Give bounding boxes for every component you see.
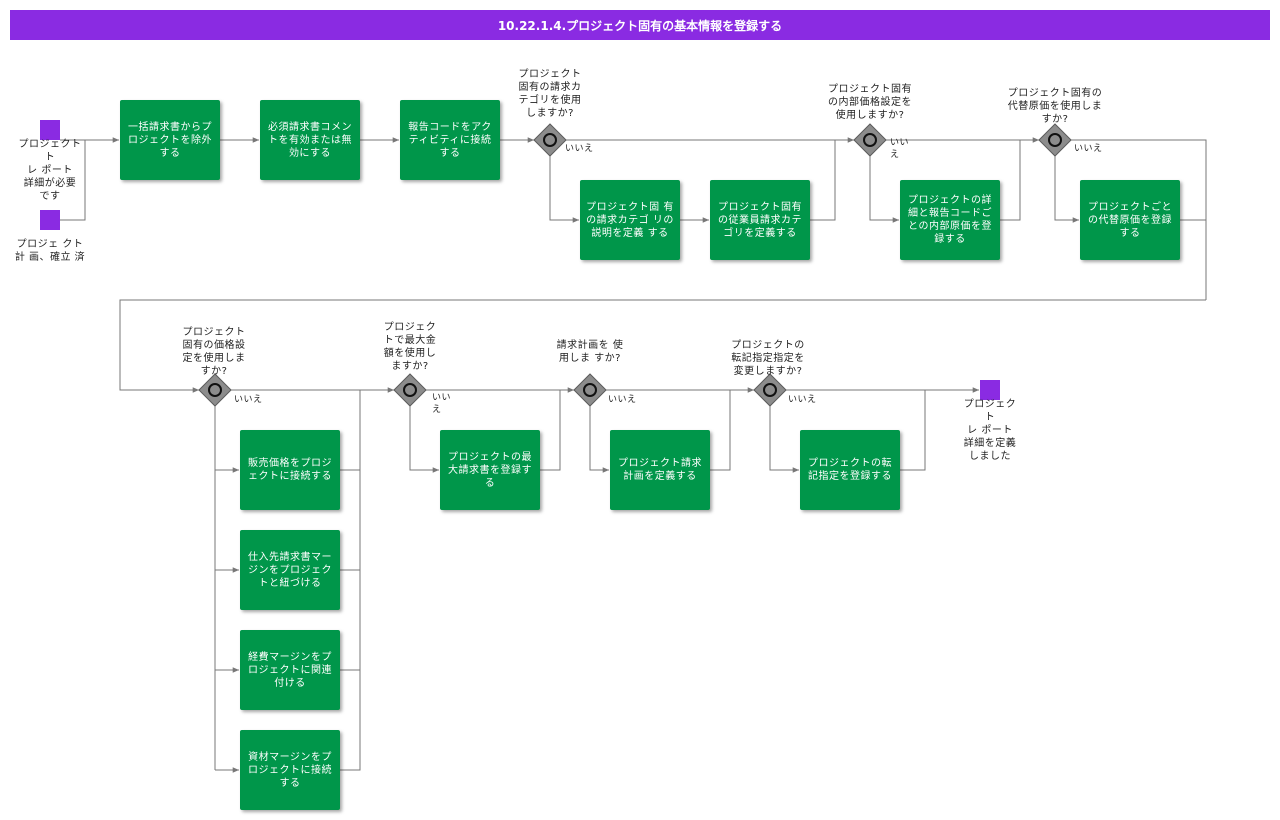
gateway-g2-question: プロジェクト固有 の内部価格設定を 使用しますか? — [828, 84, 912, 121]
gateway-g1-no-label: いいえ — [565, 144, 594, 154]
connector — [869, 156, 899, 223]
gateway-g1 — [533, 123, 567, 157]
task-sales-price[interactable]: 販売価格をプロジェクトに接続する — [240, 430, 340, 510]
task-max-invoice[interactable]: プロジェクトの最大請求書を登録する — [440, 430, 540, 510]
gateway-diamond — [573, 373, 607, 407]
start-event-report-needed-label: プロジェクト ト レ ポート 詳細が必要 です — [18, 139, 82, 202]
gateway-circle — [543, 133, 557, 147]
end-event — [980, 380, 1000, 400]
connector — [1071, 139, 1207, 300]
gateway-g5 — [393, 373, 427, 407]
connector — [540, 390, 561, 471]
task-alternative-cost[interactable]: プロジェクトごとの代替原価を登録する — [1080, 180, 1180, 260]
connector — [409, 406, 439, 473]
task-posting-specification[interactable]: プロジェクトの転記指定を登録する — [800, 430, 900, 510]
gateway-diamond — [393, 373, 427, 407]
task-exclude-bulk-invoice[interactable]: 一括請求書からプロジェクトを除外する — [120, 100, 220, 180]
gateway-circle — [208, 383, 222, 397]
gateway-g3-no-label: いいえ — [1074, 144, 1103, 154]
task-link-report-code[interactable]: 報告コードをアクティビティに接続する — [400, 100, 500, 180]
gateway-g3-question: プロジェクト固有の 代替原価を使用しま すか? — [1007, 88, 1103, 125]
connector — [549, 156, 579, 223]
gateway-diamond — [533, 123, 567, 157]
connector — [769, 406, 799, 473]
task-employee-invoice-category[interactable]: プロジェクト固有の従業員請求カテゴリを定義する — [710, 180, 810, 260]
connector — [900, 390, 926, 471]
gateway-circle — [403, 383, 417, 397]
gateway-diamond — [853, 123, 887, 157]
start-event-plan-established — [40, 210, 60, 230]
gateway-g4-no-label: いいえ — [234, 395, 263, 405]
start-event-plan-established-label: プロジェ クト 計 画、確立 済 — [14, 239, 86, 263]
connector — [1054, 156, 1079, 223]
gateway-g6-question: 請求計画を 使 用しま すか? — [556, 340, 624, 364]
task-required-invoice-comment[interactable]: 必須請求書コメントを有効または無効にする — [260, 100, 360, 180]
connector — [589, 406, 609, 473]
gateway-g7 — [753, 373, 787, 407]
gateway-g5-question: プロジェク トで最大金 額を使用し ますか? — [383, 322, 437, 372]
gateway-circle — [583, 383, 597, 397]
gateway-g6 — [573, 373, 607, 407]
connector — [60, 140, 86, 221]
gateway-circle — [863, 133, 877, 147]
gateway-g7-question: プロジェクトの 転記指定指定を 変更しますか? — [731, 340, 805, 377]
gateway-diamond — [1038, 123, 1072, 157]
gateway-circle — [763, 383, 777, 397]
gateway-g4-question: プロジェクト 固有の価格設 定を使用しま すか? — [182, 327, 246, 377]
connector — [810, 137, 854, 221]
gateway-diamond — [198, 373, 232, 407]
end-event-label: プロジェク ト レ ポート 詳細を定義 しました — [963, 399, 1017, 462]
connector — [119, 299, 1206, 393]
gateway-circle — [1048, 133, 1062, 147]
gateway-g7-no-label: いいえ — [788, 395, 817, 405]
gateway-g3 — [1038, 123, 1072, 157]
connector — [340, 390, 361, 771]
gateway-g2-no-label: いい え — [890, 138, 910, 160]
task-expense-margin[interactable]: 経費マージンをプロジェクトに関連付ける — [240, 630, 340, 710]
gateway-g2 — [853, 123, 887, 157]
task-supplier-invoice-margin[interactable]: 仕入先請求書マージンをプロジェクトと紐づける — [240, 530, 340, 610]
gateway-g5-no-label: いい え — [432, 393, 452, 415]
gateway-g1-question: プロジェクト 固有の請求カ テゴリを使用 しますか? — [518, 69, 582, 119]
diagram-title: 10.22.1.4.プロジェクト固有の基本情報を登録する — [10, 10, 1270, 40]
connector — [710, 390, 731, 471]
gateway-diamond — [753, 373, 787, 407]
task-internal-cost[interactable]: プロジェクトの詳細と報告コードごとの内部原価を登録する — [900, 180, 1000, 260]
start-event-report-needed — [40, 120, 60, 140]
gateway-g6-no-label: いいえ — [608, 395, 637, 405]
task-invoice-category-description[interactable]: プロジェクト固 有の請求カテゴ リの説明を定義 する — [580, 180, 680, 260]
task-material-margin[interactable]: 資材マージンをプロジェクトに接続する — [240, 730, 340, 810]
task-billing-plan[interactable]: プロジェクト請求計画を定義する — [610, 430, 710, 510]
gateway-g4 — [198, 373, 232, 407]
connector — [1000, 137, 1039, 221]
